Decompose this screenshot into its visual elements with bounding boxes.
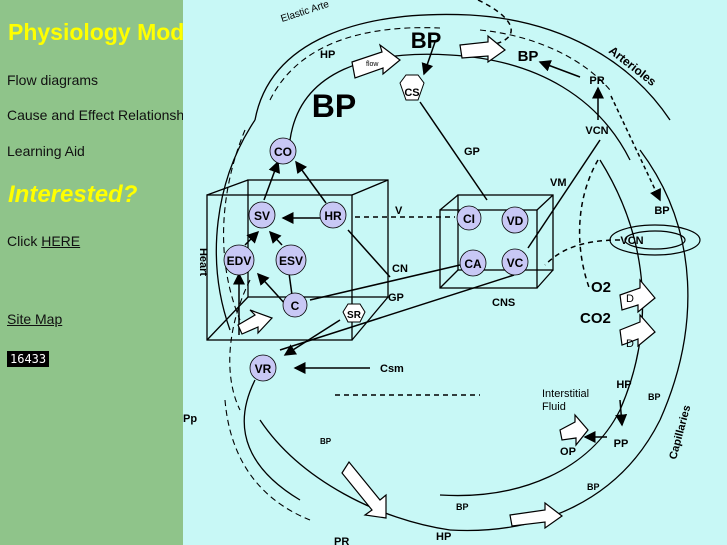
label-vcn-top: VCN (585, 125, 608, 137)
node-labels: CO SV HR EDV ESV C VR CI VD CA VC CS SR … (227, 75, 670, 458)
node-sv (248, 201, 276, 229)
diagram-area: CO SV HR EDV ESV C VR CI VD CA VC CS SR … (183, 0, 727, 545)
label-pp-left: Pp (183, 413, 197, 425)
label-bp-small: BP (320, 437, 332, 446)
label-fluid: Fluid (542, 401, 566, 413)
label-ci: CI (463, 212, 475, 226)
label-cns: CNS (492, 297, 515, 309)
cns-box (439, 194, 554, 289)
node-hr (319, 201, 347, 229)
vcn-swirl (609, 224, 701, 256)
label-op: OP (560, 446, 576, 458)
label-bp-cap: BP (648, 392, 661, 402)
label-sv: SV (254, 209, 270, 223)
label-pp: PP (614, 438, 629, 450)
other-labels: Heart CNS Arterioles Capillaries Elastic… (183, 0, 693, 545)
label-bp-top: BP (411, 28, 442, 53)
label-elastic: Elastic Arte (280, 0, 331, 25)
label-heart: Heart (197, 248, 209, 276)
node-vd (501, 206, 529, 234)
node-vr (249, 354, 277, 382)
label-c: C (291, 299, 300, 313)
dashed-bands (223, 27, 611, 521)
label-cs: CS (404, 87, 419, 99)
dashed-connections (335, 0, 621, 396)
label-ca: CA (464, 257, 482, 271)
label-bp-big: BP (312, 88, 356, 124)
physiology-flow-diagram: CO SV HR EDV ESV C VR CI VD CA VC CS SR … (183, 0, 701, 545)
label-d1: D (626, 293, 634, 305)
label-gp2: GP (388, 292, 404, 304)
site-title: Physiology Models (8, 19, 217, 45)
label-hp: HP (616, 379, 631, 391)
label-sr: SR (347, 310, 362, 321)
sidebar: Physiology Models Flow diagrams Cause an… (0, 0, 216, 545)
label-arterioles: Arterioles (606, 43, 659, 89)
label-flow: flow (366, 61, 379, 68)
label-pr-bottom: PR (334, 536, 349, 545)
label-o2: O2 (591, 279, 611, 296)
click-here-line: Click HERE (7, 233, 80, 249)
label-bp-right: BP (654, 205, 669, 217)
label-vd: VD (507, 214, 524, 228)
circulation-bands (215, 13, 689, 532)
label-esv: ESV (279, 254, 303, 268)
label-vc: VC (507, 256, 524, 270)
label-capillaries: Capillaries (667, 404, 693, 461)
label-co: CO (274, 145, 292, 159)
label-bp-arterial: BP (518, 48, 539, 65)
node-co (269, 137, 297, 165)
label-csm: Csm (380, 363, 404, 375)
label-interstitial: Interstitial (542, 388, 589, 400)
label-bp-bottom: BP (456, 502, 469, 512)
click-prefix: Click (7, 233, 42, 249)
nav-link-flow-diagrams[interactable]: Flow diagrams (7, 72, 99, 88)
label-hr: HR (324, 209, 342, 223)
label-vr: VR (255, 362, 272, 376)
node-c (282, 292, 308, 318)
label-co2: CO2 (580, 310, 611, 327)
interested-heading: Interested? (8, 181, 138, 208)
label-hp-top: HP (320, 49, 335, 61)
label-pr: PR (589, 75, 604, 87)
label-v: V (395, 205, 403, 217)
nav-link-learning-aid[interactable]: Learning Aid (7, 143, 85, 159)
site-map-link[interactable]: Site Map (7, 311, 63, 327)
hit-counter: 16433 (7, 351, 50, 367)
label-bp-cap2: BP (587, 482, 600, 492)
node-sr (342, 303, 366, 323)
node-ca (459, 249, 487, 277)
here-link[interactable]: HERE (41, 233, 81, 249)
label-edv: EDV (227, 254, 252, 268)
label-vcn-right: VCN (620, 235, 643, 247)
label-hp-bottom: HP (436, 531, 451, 543)
heart-box (206, 179, 389, 341)
connections (233, 41, 661, 443)
node-ci (456, 205, 482, 231)
node-cs (399, 74, 425, 101)
label-vm: VM (550, 177, 567, 189)
node-edv (223, 244, 255, 276)
label-d2: D (626, 338, 634, 350)
node-circles (223, 137, 529, 382)
flow-arrows (237, 34, 656, 530)
node-vc (501, 248, 529, 276)
label-gp1: GP (464, 146, 480, 158)
nav-link-cause-effect[interactable]: Cause and Effect Relationships (7, 107, 203, 123)
label-cn: CN (392, 263, 408, 275)
node-esv (275, 244, 307, 276)
